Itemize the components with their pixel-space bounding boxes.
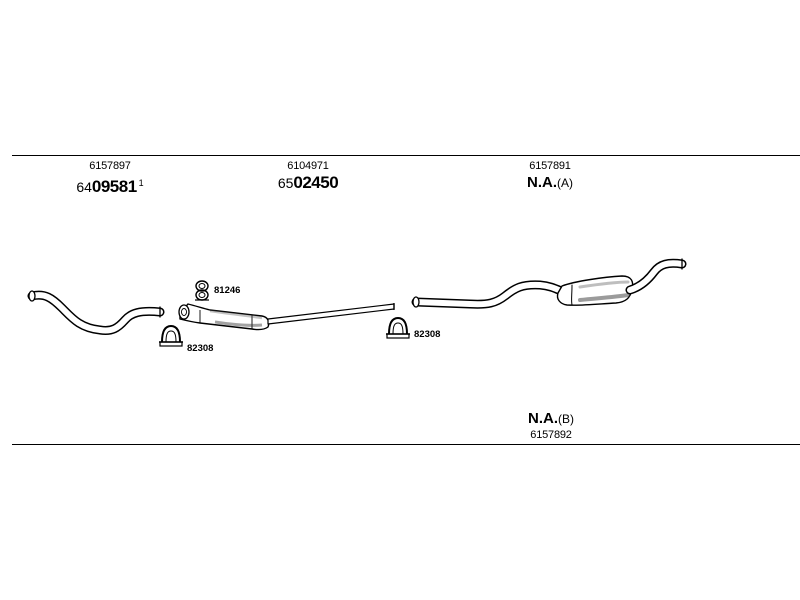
part-rear-silencer-b[interactable]: N.A.(B) 6157892 xyxy=(516,409,586,442)
part-code: 6502450 xyxy=(277,173,339,192)
oe-number: 6157897 xyxy=(89,160,131,172)
oe-number: 6104971 xyxy=(287,160,329,172)
rubber-mount-icon[interactable] xyxy=(195,280,209,301)
oe-number: 6157891 xyxy=(529,160,571,172)
center-pipe-drawing[interactable] xyxy=(178,303,395,331)
bottom-divider xyxy=(12,444,800,445)
u-clamp-icon[interactable] xyxy=(386,316,410,339)
part-na: N.A.(B) xyxy=(528,410,574,427)
accessory-label: 82308 xyxy=(187,343,213,354)
front-pipe-drawing[interactable] xyxy=(27,290,165,335)
accessory-label: 82308 xyxy=(414,329,440,340)
part-center-pipe[interactable]: 6104971 6502450 xyxy=(268,160,348,194)
part-na: N.A.(A) xyxy=(527,174,573,191)
u-clamp-icon[interactable] xyxy=(159,324,183,347)
oe-number: 6157892 xyxy=(530,429,572,441)
part-rear-silencer-a[interactable]: 6157891 N.A.(A) xyxy=(515,160,585,193)
accessory-label: 81246 xyxy=(214,285,240,296)
top-divider xyxy=(12,155,800,156)
rear-silencer-drawing[interactable] xyxy=(411,258,687,309)
